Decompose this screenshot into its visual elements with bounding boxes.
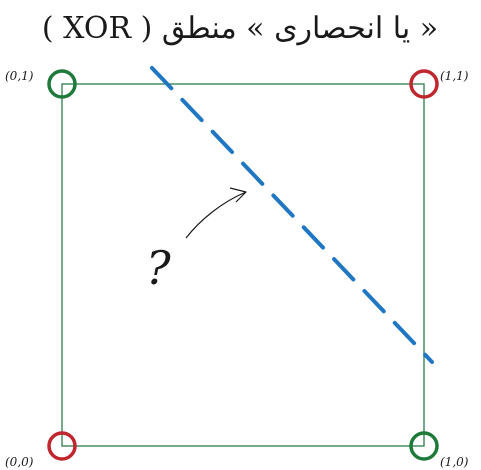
point-0-1-marker (47, 69, 77, 99)
question-mark: ? (146, 241, 171, 295)
unit-square (61, 83, 425, 447)
point-1-1-label: (1,1) (440, 69, 469, 83)
point-1-0-label: (1,0) (440, 455, 469, 469)
point-0-0-marker (47, 431, 77, 461)
point-0-0-label: (0,0) (5, 455, 34, 469)
point-0-1-label: (0,1) (5, 69, 34, 83)
question-arrow-head (229, 187, 247, 203)
point-1-0-marker (409, 431, 439, 461)
point-1-1-marker (409, 69, 439, 99)
dashed-separator-line (150, 66, 434, 364)
question-arrow-shaft (185, 191, 247, 239)
diagram-title: « يا انحصاری » منطق ( XOR ) (42, 11, 438, 46)
